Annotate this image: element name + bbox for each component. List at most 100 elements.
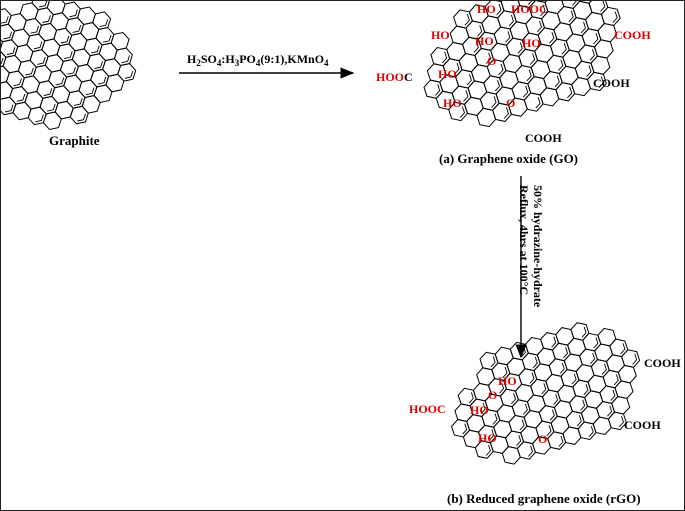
graphite-hexagon-double-bond — [67, 66, 76, 75]
graphite-hexagon — [113, 47, 133, 67]
graphite-hexagon — [42, 111, 62, 131]
rgo-hexagon-double-bond — [492, 413, 498, 425]
go-hexagon-double-bond — [459, 106, 466, 119]
go-group-epoxy: O — [487, 54, 496, 68]
graphite-hexagon-double-bond — [35, 114, 44, 123]
graphite-hexagon-double-bond — [30, 25, 40, 34]
graphite-hexagon-double-bond — [42, 15, 51, 23]
rgo-group-hydroxyl: HO — [498, 374, 517, 388]
graphite-hexagon — [117, 63, 137, 82]
graphite-hexagon-double-bond — [37, 56, 46, 65]
rgo-hexagon-double-bond — [516, 434, 522, 446]
go-hexagon-double-bond — [566, 86, 573, 99]
rgo-hexagon-double-bond — [549, 409, 555, 421]
rgo-hexagon — [611, 395, 631, 415]
rgo-hexagon — [609, 338, 629, 358]
go-group-epoxy: O — [506, 96, 515, 110]
graphite-hexagon-double-bond — [47, 103, 56, 112]
rgo-hexagon-double-bond — [489, 429, 495, 441]
rgo-hexagon-double-bond — [581, 326, 587, 338]
go-hexagon-double-bond — [561, 43, 567, 55]
go-hexagon-double-bond — [494, 79, 501, 92]
rgo-hexagon-double-bond — [613, 374, 619, 386]
go-hexagon-double-bond — [598, 76, 604, 88]
go-group-carboxyl: HOOC — [511, 2, 548, 16]
go-hexagon-double-bond — [535, 97, 541, 109]
graphene-oxide-lattice — [423, 1, 621, 128]
rgo-hexagon-double-bond — [559, 362, 565, 374]
graphite-hexagon-double-bond — [91, 45, 100, 54]
graphite-hexagon-double-bond — [102, 34, 112, 43]
go-hexagon-double-bond — [540, 4, 546, 17]
rgo-hexagon-double-bond — [593, 337, 599, 349]
rgo-hexagon-double-bond — [502, 366, 508, 378]
graphite-hexagon-double-bond — [33, 41, 43, 50]
go-hexagon-double-bond — [505, 31, 511, 43]
rgo-group-carboxyl: HOOC — [409, 402, 446, 416]
rgo-hexagon-double-bond — [576, 415, 582, 427]
graphite-hexagon — [1, 8, 12, 27]
graphite-hexagon-double-bond — [124, 70, 134, 79]
rgo-hexagon-double-bond — [480, 402, 486, 415]
rgo-hexagon-double-bond — [519, 419, 525, 431]
go-hexagon-double-bond — [508, 14, 514, 27]
reduced-graphene-oxide-caption: (b) Reduced graphene oxide (rGO) — [447, 491, 641, 506]
graphite-hexagon-double-bond — [94, 61, 103, 69]
go-group-carboxyl: COOH — [525, 131, 562, 145]
go-hexagon-double-bond — [491, 96, 497, 108]
reduction-conditions: Reflux, 4hrs at 100°C — [517, 185, 531, 295]
graphite-hexagon-double-bond — [1, 15, 9, 24]
rgo-hexagon — [570, 322, 590, 341]
rgo-hexagon-double-bond — [529, 372, 535, 384]
go-hexagon-double-bond — [568, 10, 574, 23]
go-hexagon-double-bond — [473, 41, 479, 53]
go-hexagon-double-bond — [463, 90, 469, 102]
reduced-graphene-oxide-lattice — [451, 322, 641, 465]
rgo-hexagon-double-bond — [580, 399, 586, 411]
graphite-hexagon-double-bond — [25, 67, 34, 76]
go-hexagon-double-bond — [517, 42, 523, 54]
graphite-hexagon-double-bond — [60, 35, 70, 44]
rgo-hexagon-double-bond — [499, 382, 505, 394]
reduction-reagent: 50% hydrazine-hydrate — [531, 185, 545, 308]
go-hexagon-double-bond — [571, 1, 577, 6]
go-hexagon-double-bond — [503, 107, 509, 119]
rgo-hexagon-double-bond — [520, 346, 526, 358]
go-group-hydroxyl: HO — [443, 96, 462, 110]
rgo-hexagon-double-bond — [618, 416, 625, 428]
rgo-hexagon — [614, 380, 634, 399]
rgo-hexagon-double-bond — [510, 393, 517, 405]
rgo-hexagon-double-bond — [558, 435, 564, 447]
rgo-hexagon — [617, 364, 637, 384]
graphite-hexagon — [81, 95, 101, 114]
graphite-hexagon-double-bond — [39, 1, 48, 8]
rgo-group-hydroxyl: HO — [478, 431, 497, 445]
rgo-hexagon-double-bond — [485, 444, 491, 456]
rgo-hexagon-double-bond — [541, 383, 547, 395]
go-group-carbon: C — [404, 70, 413, 84]
rgo-hexagon-double-bond — [601, 363, 607, 375]
go-hexagon-double-bond — [529, 53, 536, 65]
rgo-hexagon — [597, 327, 617, 347]
go-hexagon-double-bond — [580, 21, 587, 34]
rgo-hexagon-double-bond — [522, 403, 528, 415]
go-hexagon-double-bond — [554, 75, 560, 88]
graphite-hexagon-double-bond — [121, 55, 130, 64]
rgo-group-epoxy: O — [488, 388, 497, 402]
go-group-carboxyl: HOO — [376, 70, 404, 84]
graphite-hexagon-double-bond — [1, 57, 4, 65]
rgo-hexagon — [607, 411, 627, 431]
rgo-group-carboxyl: COOH — [644, 356, 681, 370]
rgo-hexagon-double-bond — [462, 423, 468, 435]
rgo-hexagon-double-bond — [571, 373, 577, 385]
graphite-hexagon — [1, 23, 16, 43]
go-hexagon-double-bond — [549, 31, 555, 44]
go-hexagon-double-bond — [454, 62, 460, 75]
rgo-group-epoxy: O — [538, 432, 547, 446]
go-hexagon-double-bond — [464, 13, 470, 26]
graphite-lattice — [1, 1, 137, 131]
rgo-hexagon-double-bond — [468, 392, 474, 404]
graphite-hexagon-double-bond — [55, 77, 65, 86]
go-hexagon-double-bond — [612, 11, 618, 23]
